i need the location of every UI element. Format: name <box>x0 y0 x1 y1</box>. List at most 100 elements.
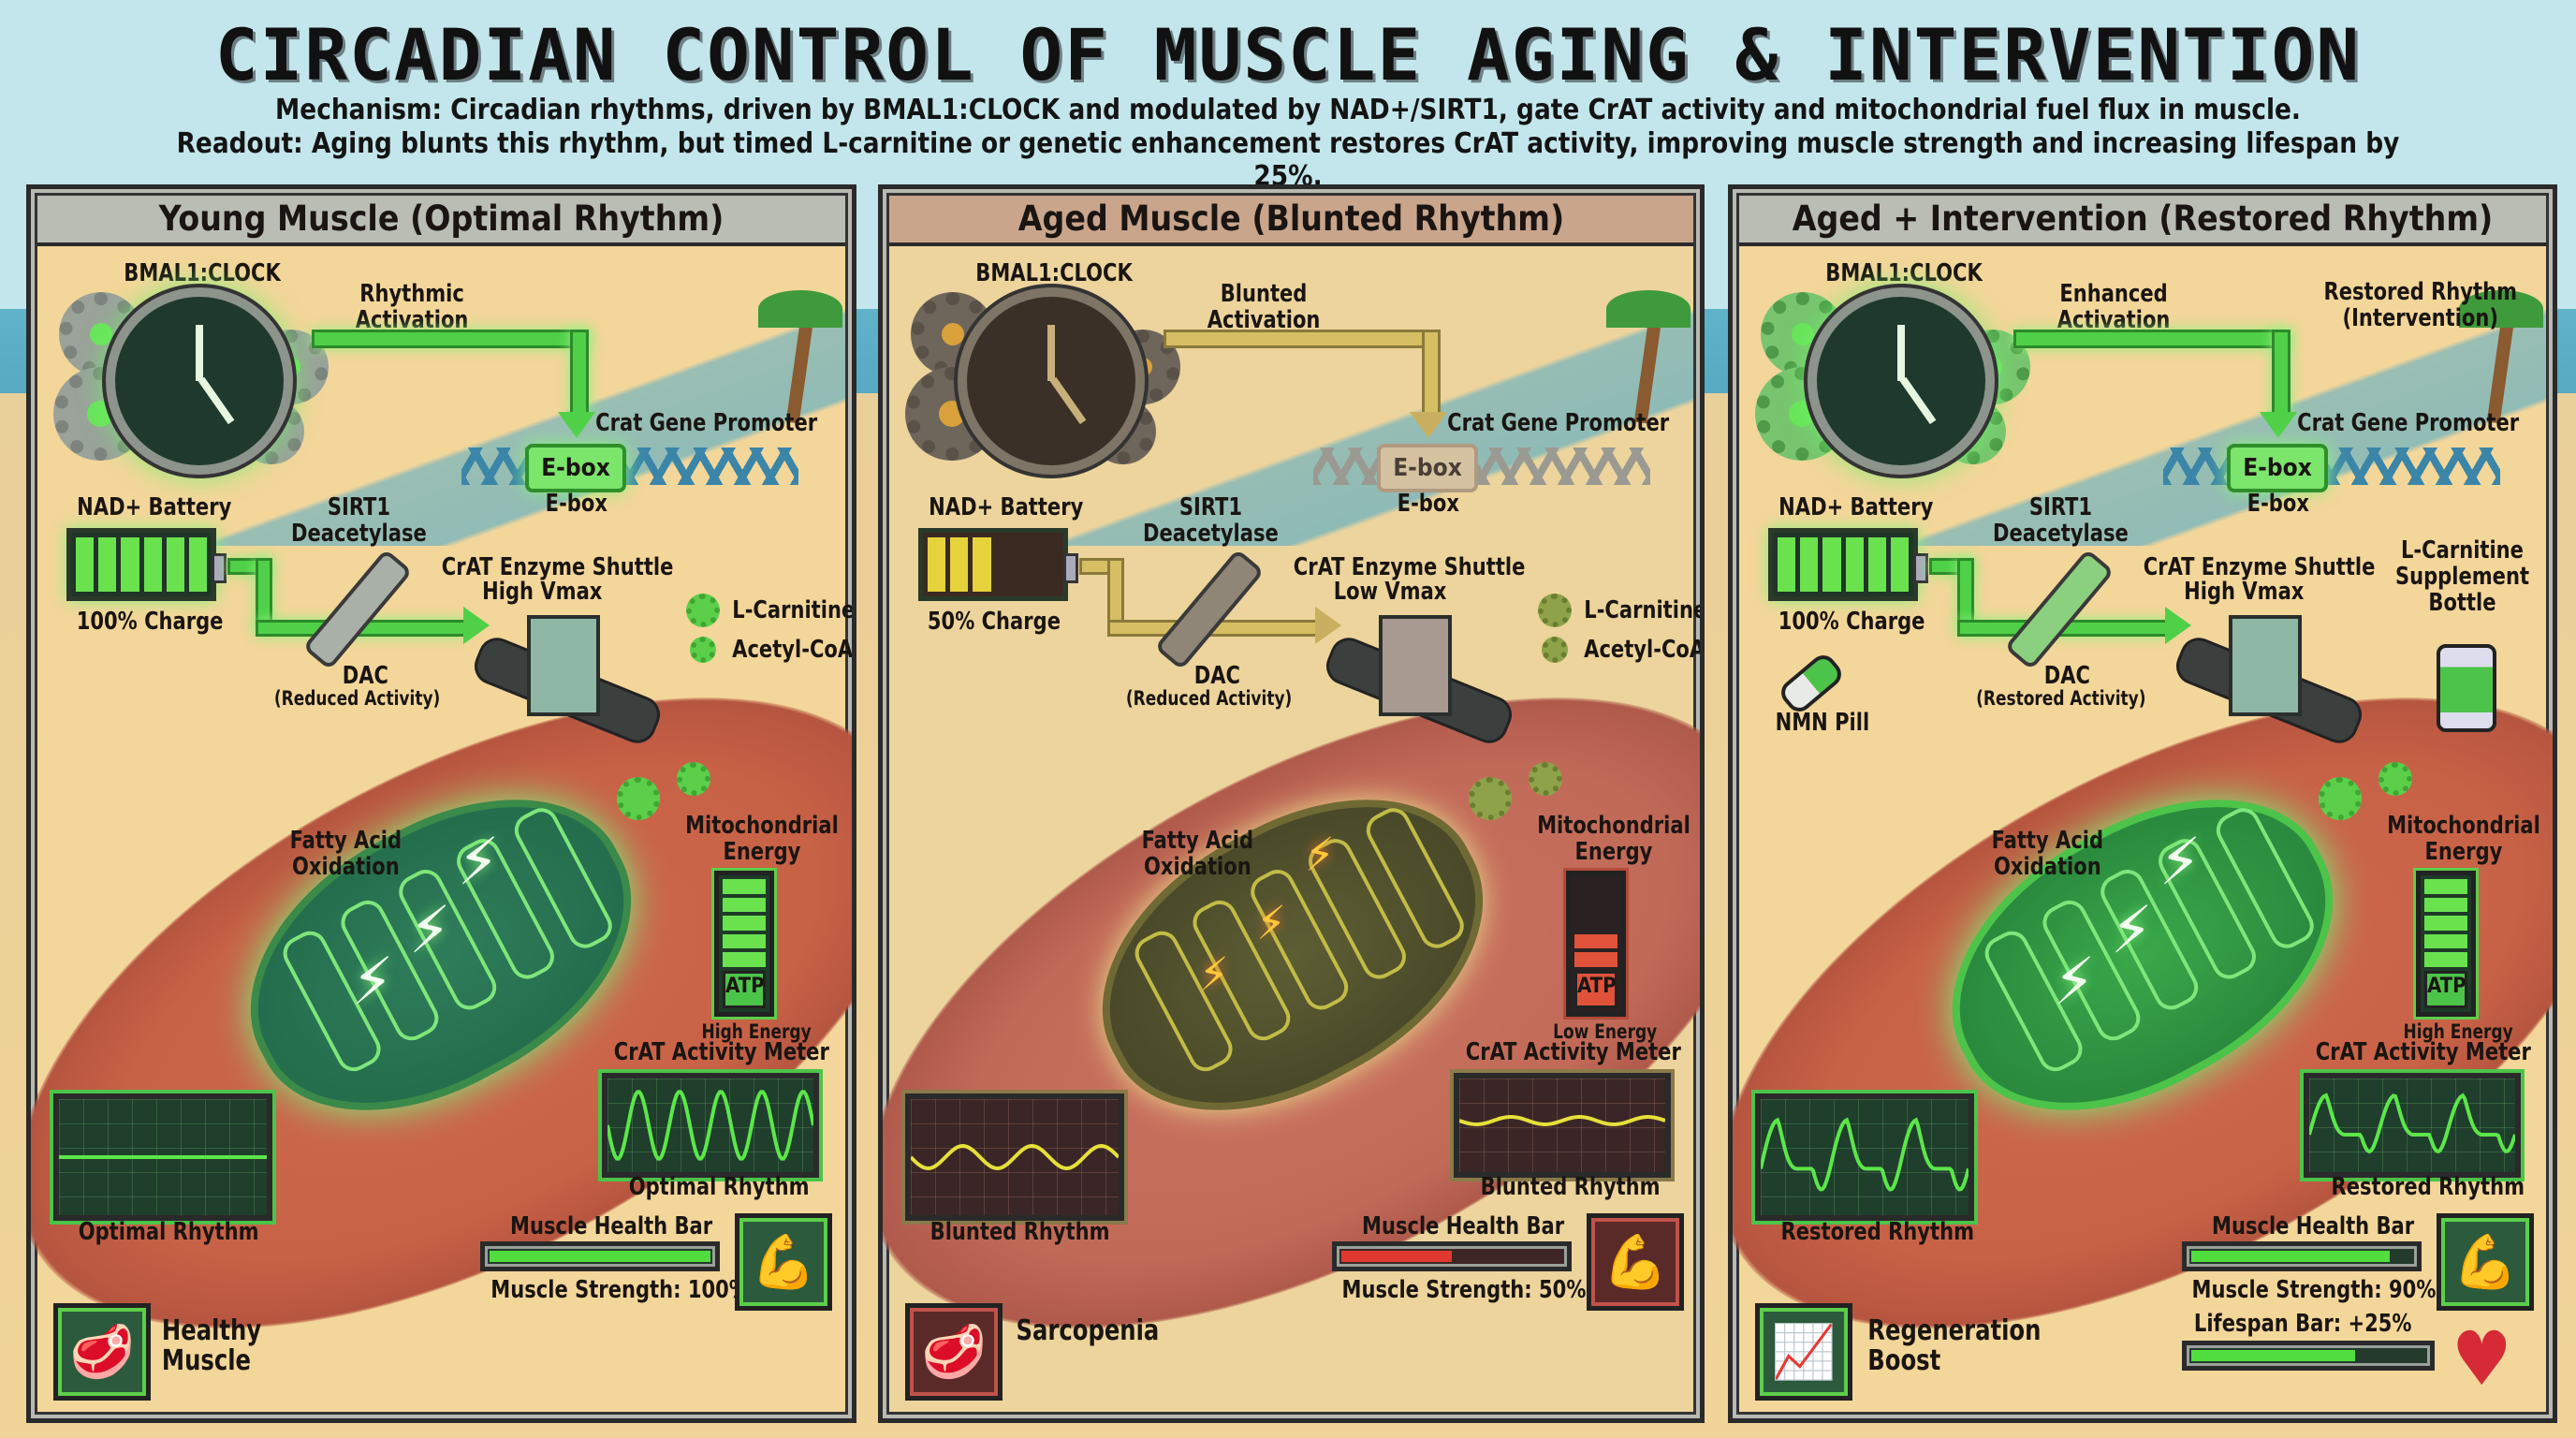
regeneration-chart-icon: 📈 <box>1755 1303 1852 1401</box>
main-title: CIRCADIAN CONTROL OF MUSCLE AGING & INTE… <box>214 13 2362 96</box>
atp-tag: ATP <box>723 970 766 1008</box>
energy-status: High Energy <box>701 1020 812 1043</box>
battery-cell <box>973 537 991 592</box>
bmal1-clock-icon <box>958 287 1145 475</box>
healthy-muscle-icon: 🥩 <box>53 1303 151 1401</box>
atp-segment <box>1574 933 1617 949</box>
muscle-strength-label: Muscle Strength: 90% <box>2191 1276 2437 1304</box>
nad-battery <box>66 528 227 601</box>
activation-pathway <box>1422 330 1441 419</box>
energy-bolt-icon: ⚡ <box>1256 895 1286 950</box>
energy-status: High Energy <box>2403 1020 2513 1043</box>
atp-segment <box>723 916 766 931</box>
sirt1-wrench-icon <box>2004 548 2115 671</box>
shuttle-label: CrAT Enzyme Shuttle <box>2143 553 2376 581</box>
atp-segment <box>1574 897 1617 913</box>
acetyl-coa-legend: Acetyl-CoA <box>1584 636 1705 664</box>
clock-label: BMAL1:CLOCK <box>1825 259 1983 287</box>
battery-cell <box>98 537 117 592</box>
health-bar-label: Muscle Health Bar <box>510 1212 713 1240</box>
flexed-arm-icon: 💪 <box>735 1213 832 1311</box>
battery-cell <box>188 537 208 592</box>
meter-caption: Restored Rhythm <box>2331 1173 2525 1201</box>
battery-cell <box>1890 537 1910 592</box>
arrow-right-icon <box>2165 607 2191 644</box>
panel-aged-muscle: Aged Muscle (Blunted Rhythm) BMAL1:CLOCK… <box>878 184 1705 1423</box>
ebox-badge: E-box <box>2227 444 2328 492</box>
battery-cell <box>950 537 969 592</box>
l-carnitine-gear-icon <box>1538 594 1572 627</box>
clock-label: BMAL1:CLOCK <box>124 259 281 287</box>
atp-battery: ATP <box>2416 871 2476 1017</box>
sirt1-wrench-icon <box>302 548 413 671</box>
activation-pathway <box>2013 330 2291 348</box>
battery-charge-label: 50% Charge <box>927 608 1061 636</box>
sirt1-label: SIRT1 Deacetylase <box>291 493 427 548</box>
panel-aged-intervention: Aged + Intervention (Restored Rhythm) BM… <box>1728 184 2557 1423</box>
health-bar-fill <box>2191 1251 2391 1262</box>
atp-segment <box>2424 933 2467 949</box>
palm-tree-icon <box>758 273 842 424</box>
atp-segment <box>723 897 766 913</box>
nmn-pill-icon <box>1776 650 1847 717</box>
battery-cell <box>1822 537 1841 592</box>
battery-cell <box>1040 537 1060 592</box>
meter-label: CrAT Activity Meter <box>613 1038 829 1066</box>
heart-icon: ♥ <box>2452 1315 2512 1402</box>
activation-pathway <box>570 330 589 419</box>
atp-battery: ATP <box>1566 871 1626 1017</box>
energy-bolt-icon: ⚡ <box>2159 823 2202 901</box>
dac-status: (Restored Activity) <box>1976 687 2146 710</box>
metabolite-gear-icon <box>677 762 710 796</box>
shuttle-label: CrAT Enzyme Shuttle <box>441 553 674 581</box>
panel-young-muscle: Young Muscle (Optimal Rhythm) BMAL1:CLOC… <box>26 184 856 1423</box>
battery-cell <box>928 537 946 592</box>
activation-label: Blunted Activation <box>1207 280 1321 334</box>
nad-battery <box>918 528 1078 601</box>
crat-activity-monitor <box>1454 1073 1671 1178</box>
atp-tag: ATP <box>1574 970 1617 1008</box>
dac-label: DAC <box>342 662 388 690</box>
muscle-health-bar <box>2182 1241 2422 1271</box>
supplement-bottle-icon <box>2437 644 2496 732</box>
activation-label: Enhanced Activation <box>2056 280 2171 334</box>
health-bar-fill <box>1341 1251 1452 1262</box>
l-carnitine-gear-icon <box>686 594 720 627</box>
ebox-caption: E-box <box>1397 490 1459 518</box>
panel-title: Aged Muscle (Blunted Rhythm) <box>889 196 1693 246</box>
atp-segment <box>723 952 766 967</box>
muscle-health-bar <box>1332 1241 1572 1271</box>
muscle-strength-label: Muscle Strength: 50% <box>1341 1276 1587 1304</box>
metabolite-gear-icon <box>2319 777 2362 820</box>
clock-label: BMAL1:CLOCK <box>975 259 1133 287</box>
energy-bolt-icon: ⚡ <box>2111 891 2153 969</box>
promoter-label: Crat Gene Promoter <box>2297 409 2520 437</box>
energy-bolt-icon: ⚡ <box>1198 946 1229 1002</box>
meter-label: CrAT Activity Meter <box>2315 1038 2531 1066</box>
energy-bolt-icon: ⚡ <box>351 943 394 1020</box>
metabolite-gear-icon <box>2378 762 2412 796</box>
battery-charge-label: 100% Charge <box>1778 608 1925 636</box>
battery-cell <box>143 537 162 592</box>
activation-pathway <box>2272 330 2291 419</box>
metabolite-gear-icon <box>1469 777 1512 820</box>
left-rhythm-monitor <box>905 1093 1124 1221</box>
nad-battery <box>1768 528 1928 601</box>
left-rhythm-monitor <box>53 1093 272 1221</box>
acetyl-coa-gear-icon <box>690 637 716 663</box>
panel-title: Young Muscle (Optimal Rhythm) <box>37 196 845 246</box>
bmal1-clock-icon <box>106 287 293 475</box>
palm-tree-icon <box>2459 273 2543 424</box>
atp-segment <box>1574 916 1617 931</box>
metabolite-gear-icon <box>1529 762 1562 796</box>
fao-label: Fatty Acid Oxidation <box>1991 827 2104 881</box>
battery-cell <box>1867 537 1886 592</box>
ebox-caption: E-box <box>2247 490 2309 518</box>
lifespan-bar-fill <box>2191 1350 2355 1361</box>
sarcopenia-muscle-icon: 🥩 <box>905 1303 1003 1401</box>
health-bar-label: Muscle Health Bar <box>1362 1212 1565 1240</box>
battery-cell <box>1800 537 1819 592</box>
battery-cell <box>1845 537 1864 592</box>
dac-label: DAC <box>1193 662 1240 690</box>
mechanism-subtitle: Mechanism: Circadian rhythms, driven by … <box>275 94 2301 126</box>
